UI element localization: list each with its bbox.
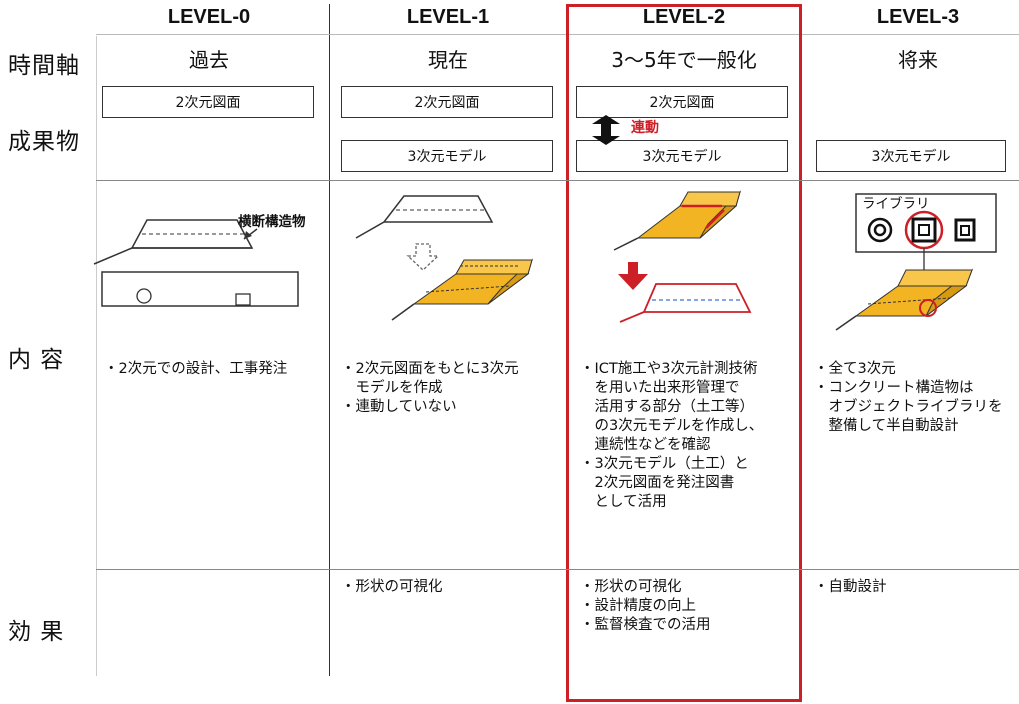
content-level-3: ・全て3次元・コンクリート構造物は オブジェクトライブラリを 整備して半自動設計 (814, 360, 1003, 436)
level-2-header: LEVEL-2 (642, 6, 726, 28)
text-line: ・ICT施工や3次元計測技術 (580, 361, 758, 377)
link-label: 連動 (631, 120, 659, 136)
text-line: ・形状の可視化 (580, 579, 682, 595)
cross-section-drawing-icon (93, 219, 299, 307)
column-divider (96, 36, 97, 676)
row-label-time-axis: 時間軸 (8, 53, 80, 79)
text-line: ・3次元モデル（土工）と (580, 456, 749, 472)
text-line: ・連動していない (341, 399, 457, 415)
era-level-0: 過去 (189, 48, 229, 72)
level-1-header: LEVEL-1 (406, 6, 490, 28)
model-3d-box-level-1: 3次元モデル (341, 140, 553, 172)
era-level-3: 将来 (898, 48, 938, 72)
row-separator (96, 180, 1019, 181)
linked-model-illustration (613, 190, 752, 323)
text-line: ・監督検査での活用 (580, 617, 711, 633)
text-line: として活用 (580, 494, 667, 510)
era-level-1: 現在 (428, 48, 468, 72)
text-line: ・2次元図面をもとに3次元 (341, 361, 519, 377)
text-line: オブジェクトライブラリを (814, 399, 1003, 415)
drawing-2d-box-level-1: 2次元図面 (341, 86, 553, 118)
row-label-deliverables: 成果物 (8, 129, 80, 155)
effect-level-3: ・自動設計 (814, 578, 887, 597)
cross-structure-label: 横断構造物 (238, 214, 306, 230)
row-label-effect: 効 果 (8, 619, 65, 645)
text-line: 2次元図面を発注図書 (580, 475, 735, 491)
text-line: 整備して半自動設計 (814, 418, 959, 434)
model-3d-box-level-3: 3次元モデル (816, 140, 1006, 172)
level-0-header: LEVEL-0 (167, 6, 251, 28)
drawing-2d-box-level-0: 2次元図面 (102, 86, 314, 118)
content-level-0: ・2次元での設計、工事発注 (104, 360, 287, 379)
object-library-illustration (835, 193, 997, 331)
text-line: を用いた出来形管理で (580, 380, 740, 396)
model-3d-box-level-2: 3次元モデル (576, 140, 788, 172)
row-separator (96, 569, 1019, 570)
text-line: の3次元モデルを作成し、 (580, 418, 764, 434)
library-label: ライブラリ (862, 196, 930, 212)
level2-highlight-frame (566, 4, 802, 702)
text-line: 連続性などを確認 (580, 437, 711, 453)
content-level-1: ・2次元図面をもとに3次元 モデルを作成・連動していない (341, 360, 519, 417)
text-line: 活用する部分（土工等） (580, 399, 754, 415)
era-level-2: 3～5年で一般化 (611, 48, 757, 72)
drawing-2d-box-level-2: 2次元図面 (576, 86, 788, 118)
text-line: ・形状の可視化 (341, 579, 443, 595)
level-3-header: LEVEL-3 (876, 6, 960, 28)
effect-level-2: ・形状の可視化・設計精度の向上・監督検査での活用 (580, 578, 711, 635)
header-rule (96, 34, 1019, 35)
content-level-2: ・ICT施工や3次元計測技術 を用いた出来形管理で 活用する部分（土工等） の3… (580, 360, 763, 512)
text-line: ・自動設計 (814, 579, 887, 595)
column-divider (329, 4, 330, 676)
link-arrow-icon (592, 115, 620, 145)
drawing-to-model-illustration (355, 195, 533, 321)
text-line: ・設計精度の向上 (580, 598, 696, 614)
text-line: ・全て3次元 (814, 361, 896, 377)
text-line: ・コンクリート構造物は (814, 380, 974, 396)
row-label-content: 内 容 (8, 347, 65, 373)
text-line: ・2次元での設計、工事発注 (104, 361, 288, 377)
effect-level-1: ・形状の可視化 (341, 578, 443, 597)
text-line: モデルを作成 (341, 380, 443, 396)
